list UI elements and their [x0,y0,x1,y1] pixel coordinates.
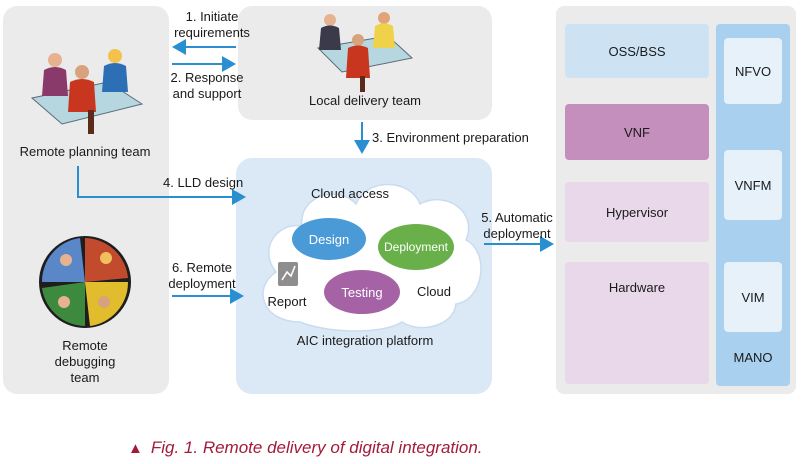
oss-bss-box: OSS/BSS [565,24,709,78]
cloud-label: Cloud [417,284,451,299]
testing-oval: Testing [324,270,400,314]
step3-label: 3. Environment preparation [372,130,529,145]
report-icon [278,262,298,286]
deployment-oval: Deployment [378,224,454,270]
design-oval: Design [292,218,366,260]
cloud-access-label: Cloud access [310,186,390,201]
platform-name-label: AIC integration platform [296,333,434,348]
hardware-label: Hardware [608,280,666,295]
mano-label: MANO [733,350,773,365]
debugging-team-illustration [39,236,131,328]
vim-box: VIM [724,262,782,332]
figure-caption: ▲ Fig. 1. Remote delivery of digital inte… [128,438,688,458]
remote-planning-team-label: Remote planning team [19,144,151,159]
hardware-box: Hardware [565,262,709,384]
caption-triangle-icon: ▲ [128,440,143,457]
step4-label: 4. LLD design [163,175,244,190]
nfvo-box: NFVO [724,38,782,104]
caption-text: Fig. 1. Remote delivery of digital integ… [150,438,483,457]
remote-debugging-team-label: Remote debugging team [54,338,116,385]
planning-team-illustration [30,49,144,134]
arrow-step4 [77,166,246,205]
hypervisor-box: Hypervisor [565,182,709,242]
vnf-box: VNF [565,104,709,160]
vnfm-box: VNFM [724,150,782,220]
report-label: Report [267,294,307,309]
local-team-illustration [316,12,414,92]
local-delivery-team-label: Local delivery team [309,93,421,108]
